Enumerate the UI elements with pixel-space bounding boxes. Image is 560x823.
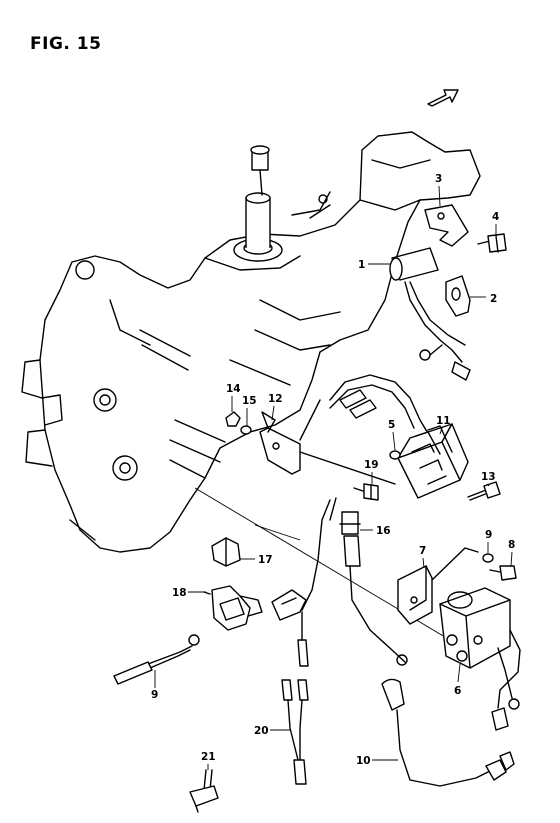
part-13-bolt bbox=[467, 481, 501, 501]
part-17-clip bbox=[211, 537, 241, 567]
fwd-arrow bbox=[427, 89, 459, 107]
part-5-washer bbox=[389, 450, 401, 460]
part-6-solenoid bbox=[439, 587, 521, 731]
part-10-cord bbox=[381, 678, 515, 787]
callout-20: 20 bbox=[254, 725, 269, 737]
part-4-bolt bbox=[477, 233, 507, 253]
callout-2: 2 bbox=[490, 293, 497, 305]
callout-6: 6 bbox=[454, 685, 461, 697]
callout-16: 16 bbox=[376, 525, 391, 537]
callout-18: 18 bbox=[172, 587, 187, 599]
part-18-clamp bbox=[203, 585, 263, 631]
callout-5: 5 bbox=[388, 419, 395, 431]
callout-12: 12 bbox=[268, 393, 283, 405]
callout-1: 1 bbox=[358, 259, 365, 271]
part-3-bracket bbox=[424, 204, 469, 247]
part-2-cover bbox=[445, 275, 471, 317]
callout-14: 14 bbox=[226, 383, 241, 395]
part-20-pigtail bbox=[281, 679, 309, 785]
callout-15: 15 bbox=[242, 395, 257, 407]
wire-harness bbox=[299, 374, 433, 441]
part-11-regulator bbox=[397, 423, 469, 499]
callout-10: 10 bbox=[356, 755, 371, 767]
callout-21: 21 bbox=[201, 751, 216, 763]
callout-8: 8 bbox=[508, 539, 515, 551]
callout-11: 11 bbox=[436, 415, 451, 427]
wire-clamp bbox=[271, 589, 309, 667]
part-12-bracket bbox=[259, 411, 396, 485]
part-19-bolt bbox=[353, 483, 379, 501]
callout-13: 13 bbox=[481, 471, 496, 483]
part-21-pin bbox=[189, 769, 219, 813]
part-8-bolt bbox=[489, 565, 517, 581]
part-9-washer bbox=[482, 553, 494, 563]
callout-9-upper: 9 bbox=[485, 529, 492, 541]
engine-block bbox=[21, 131, 481, 553]
callout-17: 17 bbox=[258, 554, 273, 566]
callouts: 1 2 3 4 5 6 7 8 9 9 10 11 12 bbox=[151, 173, 515, 770]
part-1-sensor bbox=[389, 247, 471, 381]
part-16-connector bbox=[301, 497, 408, 666]
callout-3: 3 bbox=[435, 173, 442, 185]
callout-4: 4 bbox=[492, 211, 499, 223]
part-14-nut bbox=[225, 411, 241, 427]
part-15-washer bbox=[240, 425, 252, 435]
part-9-cable bbox=[113, 634, 200, 685]
part-7-bracket bbox=[397, 547, 479, 625]
callout-19: 19 bbox=[364, 459, 379, 471]
callout-9-lower: 9 bbox=[151, 689, 158, 701]
figure-title: FIG. 15 bbox=[30, 34, 102, 54]
callout-7: 7 bbox=[419, 545, 426, 557]
